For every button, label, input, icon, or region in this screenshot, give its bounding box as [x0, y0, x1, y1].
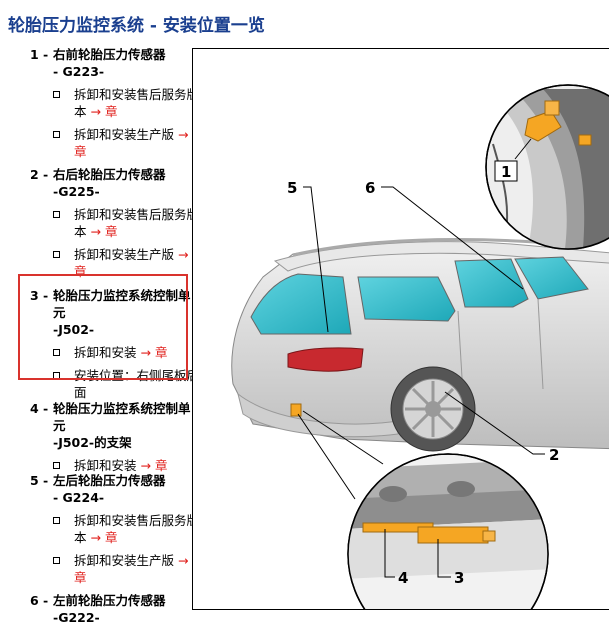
list-item: 2 - 右后轮胎压力传感器 -G225- 拆卸和安装售后服务版本 → 章 拆卸和… — [0, 166, 200, 286]
installation-figure: 5 6 1 2 4 3 — [192, 48, 609, 610]
sub-item: 拆卸和安装生产版 → 章 — [53, 552, 200, 586]
item-code: -J502-的支架 — [53, 435, 132, 450]
bullet-icon — [53, 211, 60, 218]
callout-6: 6 — [365, 179, 375, 197]
item-code: - G224- — [53, 490, 105, 505]
item-heading: 3 - 轮胎压力监控系统控制单元 -J502- — [30, 287, 200, 338]
chapter-link[interactable]: → 章 — [140, 345, 168, 360]
sub-item: 拆卸和安装售后服务版本 → 章 — [53, 512, 200, 546]
sub-text: 拆卸和安装售后服务版本 — [74, 513, 200, 545]
callout-1: 1 — [501, 163, 511, 181]
item-number: 5 - — [30, 473, 49, 488]
bullet-icon — [53, 131, 60, 138]
car-body — [231, 238, 609, 452]
item-code: -G222- — [53, 610, 100, 625]
item-name: 右后轮胎压力传感器 — [53, 167, 166, 182]
chapter-link[interactable]: → 章 — [74, 127, 189, 159]
sub-text: 拆卸和安装售后服务版本 — [74, 87, 200, 119]
sub-item: 拆卸和安装生产版 → 章 — [53, 126, 200, 160]
sub-text: 拆卸和安装生产版 — [74, 127, 175, 142]
chapter-link[interactable]: → 章 — [74, 553, 189, 585]
item-code: - G223- — [53, 64, 105, 79]
list-item: 5 - 左后轮胎压力传感器 - G224- 拆卸和安装售后服务版本 → 章 拆卸… — [0, 472, 200, 592]
sub-item: 拆卸和安装 → 章 — [53, 457, 200, 474]
highlight-box — [18, 274, 188, 380]
inset-tire-sensor — [485, 84, 609, 250]
sub-item: 拆卸和安装售后服务版本 → 章 — [53, 206, 200, 240]
car-illustration: 5 6 1 2 4 3 — [231, 84, 609, 609]
bullet-icon — [53, 349, 60, 356]
callout-5: 5 — [287, 179, 297, 197]
bullet-icon — [53, 251, 60, 258]
item-number: 1 - — [30, 47, 49, 62]
item-name: 右前轮胎压力传感器 — [53, 47, 166, 62]
item-name: 轮胎压力监控系统控制单元 — [53, 401, 191, 433]
item-name: 左后轮胎压力传感器 — [53, 473, 166, 488]
item-number: 6 - — [30, 593, 49, 608]
list-item: 6 - 左前轮胎压力传感器 -G222- — [0, 592, 200, 626]
leader-lines — [303, 138, 545, 578]
item-code: -J502- — [53, 322, 95, 337]
chapter-link[interactable]: → 章 — [90, 530, 118, 545]
sub-text: 拆卸和安装售后服务版本 — [74, 207, 200, 239]
item-name: 轮胎压力监控系统控制单元 — [53, 288, 191, 320]
item-number: 2 - — [30, 167, 49, 182]
chapter-link[interactable]: → 章 — [90, 104, 118, 119]
item-number: 4 - — [30, 401, 49, 416]
item-heading: 1 - 右前轮胎压力传感器 - G223- — [30, 46, 200, 80]
item-number: 3 - — [30, 288, 49, 303]
sub-text: 拆卸和安装 — [74, 345, 137, 360]
sub-text: 拆卸和安装生产版 — [74, 553, 175, 568]
item-code: -G225- — [53, 184, 100, 199]
sub-text: 拆卸和安装 — [74, 458, 137, 473]
chapter-link[interactable]: → 章 — [90, 224, 118, 239]
page-title: 轮胎压力监控系统 - 安装位置一览 — [8, 16, 265, 36]
item-heading: 5 - 左后轮胎压力传感器 - G224- — [30, 472, 200, 506]
bullet-icon — [53, 462, 60, 469]
sub-text: 拆卸和安装生产版 — [74, 247, 175, 262]
item-name: 左前轮胎压力传感器 — [53, 593, 166, 608]
chapter-link[interactable]: → 章 — [140, 458, 168, 473]
sub-item: 拆卸和安装售后服务版本 → 章 — [53, 86, 200, 120]
bullet-icon — [53, 517, 60, 524]
bullet-icon — [53, 91, 60, 98]
item-heading: 2 - 右后轮胎压力传感器 -G225- — [30, 166, 200, 200]
bullet-icon — [53, 557, 60, 564]
list-item: 1 - 右前轮胎压力传感器 - G223- 拆卸和安装售后服务版本 → 章 拆卸… — [0, 46, 200, 166]
callout-3: 3 — [454, 569, 464, 587]
list-item: 4 - 轮胎压力监控系统控制单元 -J502-的支架 拆卸和安装 → 章 — [0, 390, 200, 474]
callout-4: 4 — [398, 569, 408, 587]
item-heading: 4 - 轮胎压力监控系统控制单元 -J502-的支架 — [30, 400, 200, 451]
inset-control-unit — [347, 453, 549, 609]
callout-box — [494, 160, 518, 182]
callout-2: 2 — [549, 446, 559, 464]
item-heading: 6 - 左前轮胎压力传感器 -G222- — [30, 592, 200, 626]
sub-item: 拆卸和安装 → 章 — [53, 344, 200, 361]
